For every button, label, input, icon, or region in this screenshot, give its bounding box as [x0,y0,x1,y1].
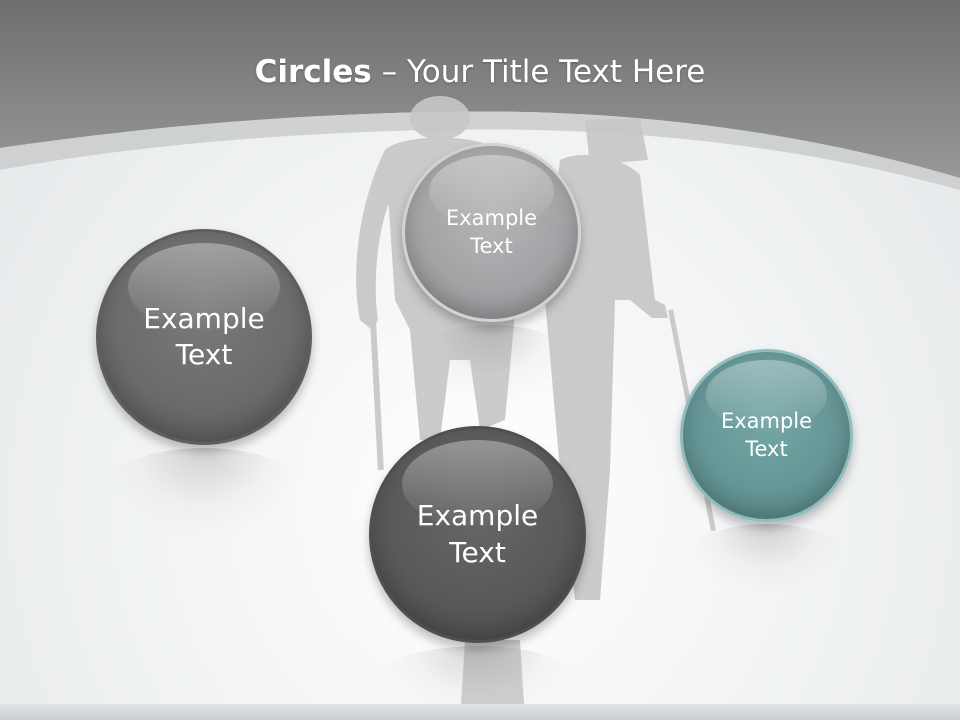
circle-text-line1: Example [416,499,539,533]
circle-text-line1: Example [445,206,538,231]
slide-title: Circles – Your Title Text Here [0,54,960,90]
header-band [0,0,960,178]
circle-reflection [684,524,849,594]
circle-left[interactable]: Example Text [96,229,312,445]
circle-right-teal[interactable]: Example Text [680,349,853,522]
circle-text-line1: Example [720,409,813,434]
title-rest: – Your Title Text Here [371,54,706,90]
circle-bottom[interactable]: Example Text [369,426,586,643]
circle-top[interactable]: Example Text [402,143,581,322]
header-arc [0,111,960,190]
circle-text-line2: Text [470,233,513,258]
circle-reflection [404,325,579,405]
circle-reflection [100,448,308,538]
title-bold: Circles [254,54,372,90]
circle-text-line1: Example [143,301,265,335]
bottom-bar [0,704,960,720]
circle-text-line2: Text [745,436,788,461]
circle-text-line2: Text [449,535,506,569]
circle-text-line2: Text [175,338,233,371]
